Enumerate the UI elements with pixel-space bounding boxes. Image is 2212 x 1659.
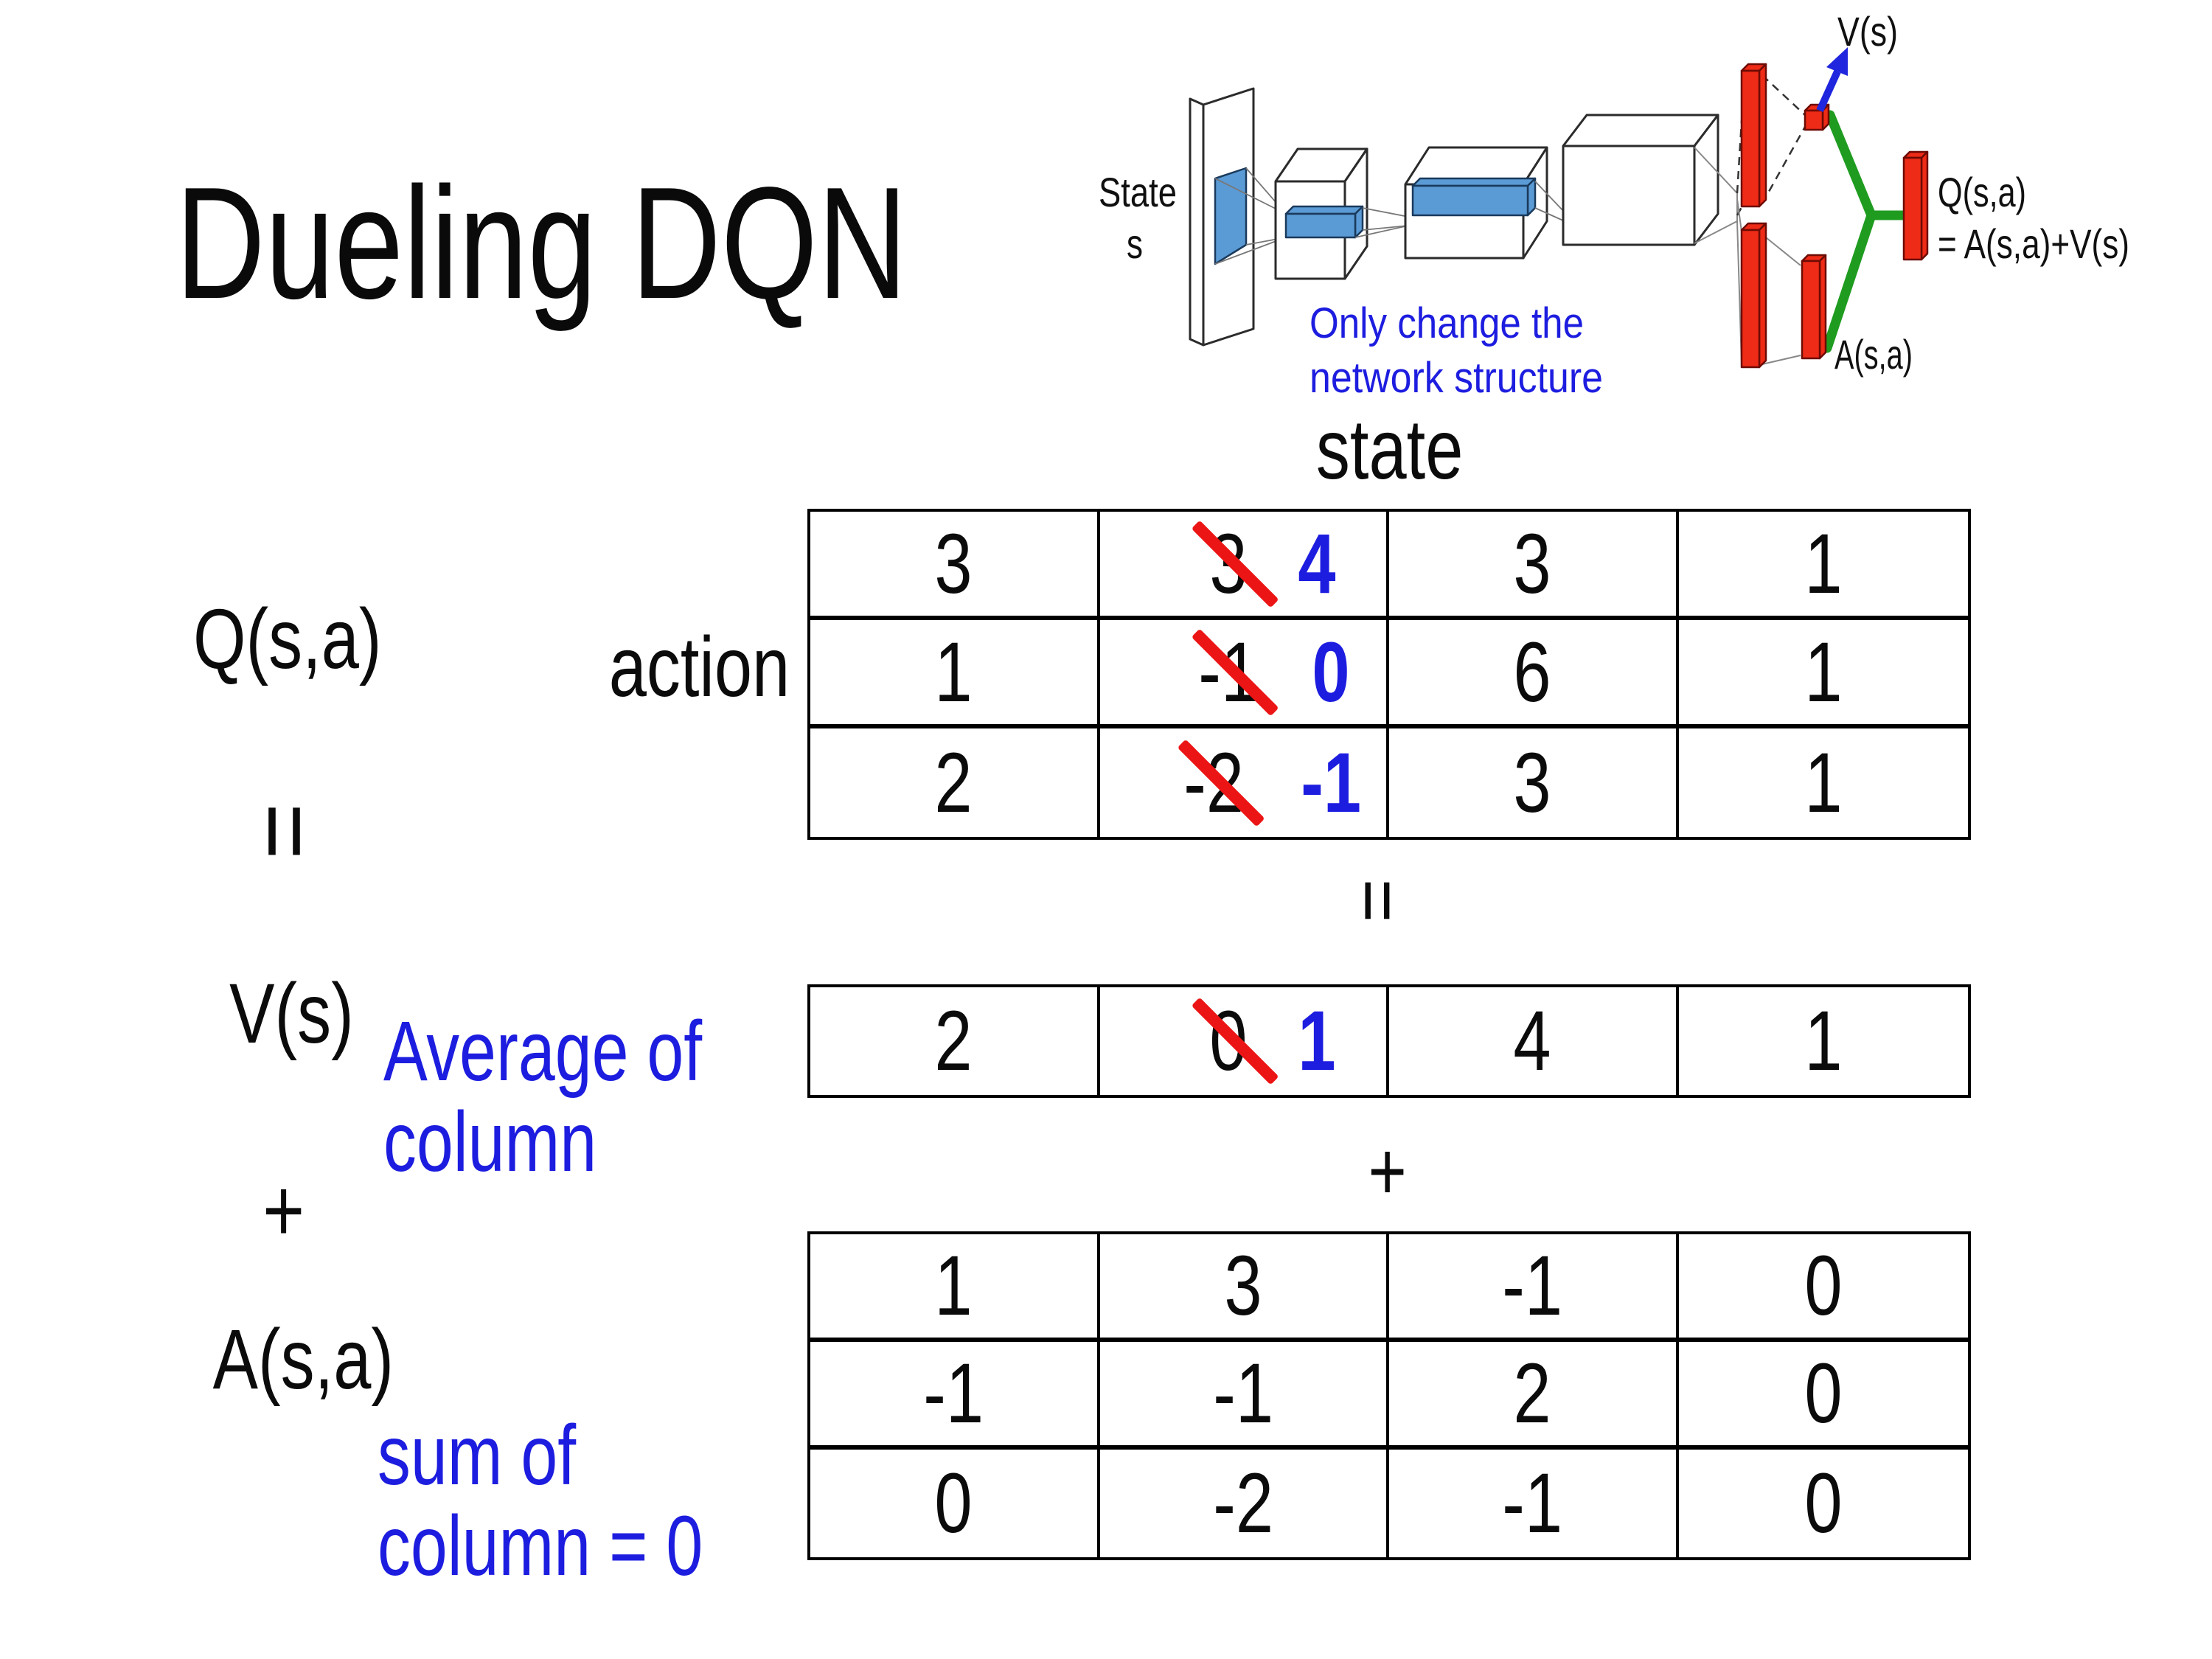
v-output-box bbox=[1804, 103, 1830, 131]
table-cell: 1 bbox=[810, 1234, 1100, 1342]
table-cell: 3 bbox=[1389, 512, 1679, 620]
table-cell: 6 bbox=[1389, 620, 1679, 728]
v-output-label: V(s) bbox=[1837, 8, 1898, 55]
cell-value: 3 bbox=[1513, 516, 1551, 611]
flatten-funnel bbox=[1694, 147, 1738, 244]
table-cell: 0 bbox=[1679, 1450, 1969, 1557]
q-output-label: Q(s,a) bbox=[1938, 169, 2026, 215]
cell-value: 2 bbox=[1513, 1346, 1551, 1441]
table-cell: 0 bbox=[1678, 1342, 1968, 1450]
table-cell: 2 bbox=[810, 728, 1100, 837]
table-cell: -1 bbox=[1099, 1342, 1389, 1450]
cell-value: 3 bbox=[1513, 735, 1551, 830]
new-value: 0 bbox=[1312, 625, 1350, 720]
table-cell: 3 bbox=[1389, 728, 1679, 837]
new-value: -1 bbox=[1300, 735, 1361, 830]
table-cell: 3 bbox=[810, 512, 1100, 620]
v-function-label: V(s) bbox=[229, 967, 354, 1061]
q-function-label: Q(s,a) bbox=[192, 592, 382, 686]
table-cell: 2 bbox=[1389, 1342, 1679, 1450]
cell-value: 1 bbox=[934, 625, 973, 720]
cell-value: -1 bbox=[1502, 1456, 1563, 1551]
state-header: state bbox=[1316, 403, 1464, 497]
cell-value: 4 bbox=[1513, 994, 1551, 1088]
cell-value: 3 bbox=[934, 516, 973, 611]
v-arrow bbox=[1816, 47, 1848, 113]
cell-value: 1 bbox=[1804, 625, 1843, 720]
network-note-line2: network structure bbox=[1310, 354, 1603, 402]
a-output-label: A(s,a) bbox=[1834, 331, 1913, 378]
plus-sign-left: + bbox=[262, 1159, 305, 1260]
merge-y-connector bbox=[1822, 110, 1910, 353]
cell-value: -2 bbox=[1212, 1456, 1273, 1551]
table-cell: -2 bbox=[1100, 1450, 1389, 1557]
dueling-network-diagram: State s V(s) Q(s,a) = A(s,a)+V(s) A(s,a)… bbox=[1099, 8, 2129, 402]
q-output-formula: = A(s,a)+V(s) bbox=[1938, 220, 2129, 267]
table-cell: 1 bbox=[1678, 512, 1968, 620]
plus-sign-center: + bbox=[1368, 1124, 1408, 1217]
cell-value: -1 bbox=[923, 1346, 984, 1441]
table-cell: 34 bbox=[1099, 512, 1389, 620]
cell-value: 0 bbox=[1804, 1346, 1843, 1441]
sum-of-column-note: sum of column = 0 bbox=[378, 1408, 703, 1593]
input-plane bbox=[1189, 87, 1255, 347]
table-cell: 0 bbox=[810, 1450, 1100, 1557]
slide-title-text: Dueling DQN bbox=[175, 153, 908, 332]
advantage-hidden-bar bbox=[1740, 222, 1767, 369]
a-function-label: A(s,a) bbox=[212, 1312, 394, 1407]
table-cell: 4 bbox=[1389, 987, 1679, 1095]
table-cell: 1 bbox=[1679, 728, 1969, 837]
new-value: 1 bbox=[1298, 994, 1336, 1088]
new-value: 4 bbox=[1298, 516, 1336, 611]
cell-value: 0 bbox=[1804, 1239, 1843, 1333]
average-of-column-note: Average of column bbox=[383, 1004, 703, 1189]
equals-sign-center: = bbox=[1335, 878, 1420, 923]
table-cell: -1 bbox=[1389, 1234, 1679, 1342]
feature-bar-1 bbox=[1284, 205, 1364, 239]
cell-value: 0 bbox=[1804, 1456, 1843, 1551]
q-output-bar bbox=[1902, 150, 1929, 261]
cell-value: 1 bbox=[1804, 516, 1843, 611]
cell-value: 2 bbox=[934, 994, 973, 1088]
table-cell: 1 bbox=[810, 620, 1100, 728]
cell-value: 6 bbox=[1513, 625, 1551, 720]
state-label: State bbox=[1099, 169, 1177, 215]
table-cell: 01 bbox=[1100, 987, 1389, 1095]
table-cell: -10 bbox=[1099, 620, 1389, 728]
conv-projection-lines-2 bbox=[1354, 207, 1409, 238]
cell-value: 1 bbox=[934, 1239, 973, 1333]
table-cell: -1 bbox=[810, 1342, 1100, 1450]
table-cell: 3 bbox=[1099, 1234, 1389, 1342]
table-cell: -1 bbox=[1389, 1450, 1679, 1557]
cell-value: 2 bbox=[934, 735, 973, 830]
v-value-table: 2 01 4 1 bbox=[807, 984, 1971, 1098]
cell-value: -1 bbox=[1502, 1239, 1563, 1333]
cell-value: 0 bbox=[934, 1456, 973, 1551]
table-cell: 1 bbox=[1679, 987, 1969, 1095]
slide-title: Dueling DQN bbox=[175, 158, 1113, 327]
cell-value: 3 bbox=[1224, 1239, 1262, 1333]
conv-box-3 bbox=[1562, 114, 1719, 246]
conv-projection-lines-3 bbox=[1534, 181, 1565, 222]
table-cell: 1 bbox=[1678, 620, 1968, 728]
table-cell: 2 bbox=[810, 987, 1100, 1095]
state-sub-label: s bbox=[1127, 220, 1143, 267]
action-header: action bbox=[608, 620, 790, 714]
equals-sign-left: = bbox=[232, 802, 341, 860]
a-output-bar bbox=[1801, 254, 1827, 360]
cell-value: 1 bbox=[1804, 735, 1843, 830]
advantage-table: 1 3 -1 0 -1 -1 2 0 0 -2 -1 0 bbox=[807, 1231, 1971, 1560]
cell-value: -1 bbox=[1212, 1346, 1273, 1441]
network-note-line1: Only change the bbox=[1310, 299, 1584, 347]
cell-value: 1 bbox=[1804, 994, 1843, 1088]
value-hidden-bar bbox=[1740, 63, 1767, 208]
table-cell: 0 bbox=[1678, 1234, 1968, 1342]
feature-bar-2 bbox=[1411, 177, 1537, 217]
table-cell: -2-1 bbox=[1100, 728, 1389, 837]
